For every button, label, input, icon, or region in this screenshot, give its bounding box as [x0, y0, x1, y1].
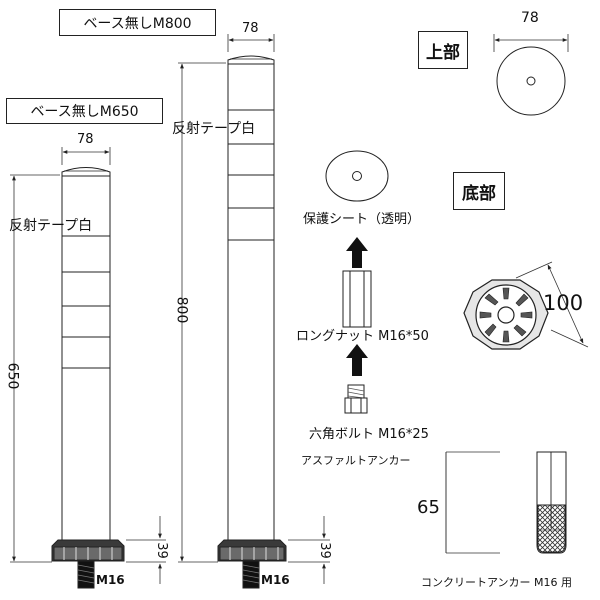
concrete-anchor [536, 451, 567, 554]
dim-width-800: 78 [242, 21, 259, 36]
title-m800: ベース無しM800 [59, 9, 216, 36]
label-reflective-tape-800: 反射テープ白 [172, 121, 256, 137]
top-view-cap [496, 46, 566, 116]
title-top: 上部 [418, 31, 468, 69]
label-long-nut: ロングナット M16*50 [296, 329, 429, 344]
label-protective-sheet: 保護シート（透明） [303, 212, 421, 227]
bottom-view-base [463, 279, 549, 350]
dim-diameter-100: 100 [543, 291, 584, 315]
arrow-up-icon [346, 344, 368, 376]
dim-base-800: 39 [316, 542, 332, 559]
title-bottom: 底部 [453, 172, 505, 210]
arrow-up-icon [346, 237, 368, 268]
dim-height-650: 650 [4, 362, 21, 390]
dim-width-650: 78 [77, 132, 94, 147]
pole-800-base [217, 539, 287, 589]
label-reflective-tape-650: 反射テープ白 [9, 218, 93, 234]
protective-sheet [325, 150, 389, 202]
dim-height-800: 800 [173, 296, 190, 324]
label-concrete-anchor: コンクリートアンカー M16 用 [421, 576, 573, 589]
pole-800 [227, 55, 275, 540]
label-m16-800: M16 [261, 573, 290, 587]
hex-bolt [344, 384, 368, 414]
pole-650-base [51, 539, 125, 589]
long-nut [342, 270, 372, 328]
title-m650: ベース無しM650 [6, 98, 163, 124]
pole-650 [61, 167, 111, 540]
label-m16-650: M16 [96, 573, 125, 587]
dim-depth-65: 65 [417, 497, 440, 518]
dim-width-top: 78 [521, 10, 539, 26]
label-asphalt-anchor: アスファルトアンカー [301, 454, 411, 467]
dim-base-650: 39 [153, 542, 169, 559]
label-hex-bolt: 六角ボルト M16*25 [309, 427, 429, 442]
